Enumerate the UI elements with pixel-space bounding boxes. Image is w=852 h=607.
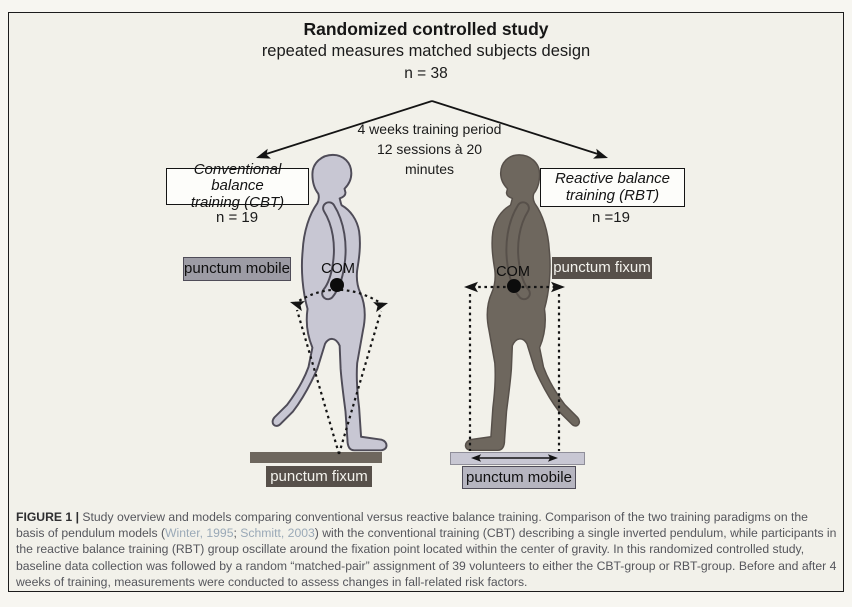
citation-winter-1995[interactable]: Winter, 1995: [165, 526, 234, 541]
cbt-box-line2: training (CBT): [190, 193, 285, 211]
rbt-person-body: [464, 154, 581, 452]
rbt-com-label: COM: [496, 264, 530, 280]
figure-caption-label: FIGURE 1 |: [16, 510, 83, 524]
caption-citation-separator: ;: [233, 526, 241, 541]
cbt-fixed-ground-bar: [250, 452, 382, 463]
total-sample-size: n = 38: [404, 65, 448, 82]
figure-caption: FIGURE 1 | Study overview and models com…: [16, 509, 838, 590]
study-subtitle: repeated measures matched subjects desig…: [261, 42, 591, 60]
study-title: Randomized controlled study: [303, 19, 549, 39]
training-period-line1: 4 weeks training period: [357, 121, 502, 137]
rbt-box-line2: training (RBT): [565, 186, 660, 204]
caption-text-1: Study overview and models comparing conv…: [16, 510, 808, 541]
cbt-box-line1: Conventional balance: [193, 160, 282, 195]
rbt-punctum-mobile-label: punctum mobile: [462, 466, 576, 489]
caption-text-2: ) with the conventional training (CBT) d…: [16, 526, 837, 589]
cbt-punctum-fixum-label: punctum fixum: [266, 466, 372, 487]
training-period-line2: 12 sessions à 20: [376, 141, 483, 157]
cbt-com-label: COM: [321, 261, 355, 277]
training-period-text: 4 weeks training period 12 sessions à 20…: [322, 119, 537, 179]
rbt-box-line1: Reactive balance: [554, 170, 671, 187]
figure-frame: [8, 12, 844, 592]
cbt-sample-size: n = 19: [215, 209, 259, 226]
rbt-sample-size: n =19: [592, 209, 630, 226]
citation-schmitt-2003[interactable]: Schmitt, 2003: [240, 526, 315, 541]
cbt-punctum-mobile-label: punctum mobile: [183, 257, 291, 281]
rbt-group-box: Reactive balance training (RBT): [540, 168, 685, 207]
rbt-punctum-fixum-label: punctum fixum: [552, 257, 652, 279]
cbt-group-box: Conventional balance training (CBT): [166, 161, 309, 210]
training-period-line3: minutes: [404, 161, 455, 177]
